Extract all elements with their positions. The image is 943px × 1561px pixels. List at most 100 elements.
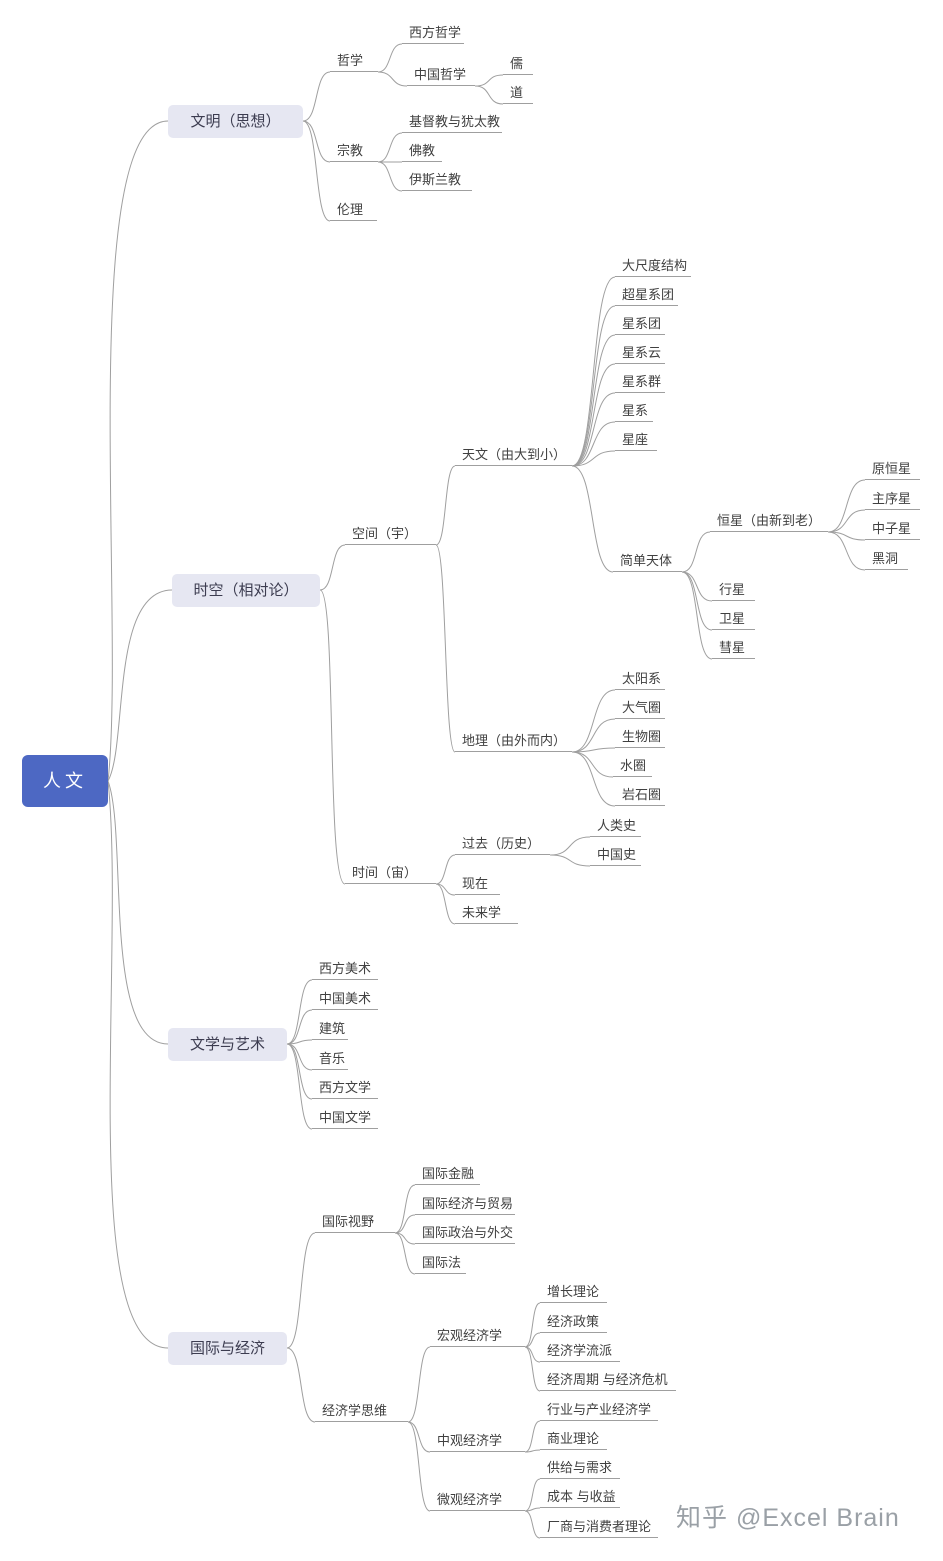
connector-line: [407, 1421, 431, 1453]
node-firm-consumer-theory[interactable]: 厂商与消费者理论: [540, 1518, 658, 1538]
node-cost-benefit[interactable]: 成本 与收益: [540, 1488, 620, 1508]
node-stars-new-to-old[interactable]: 恒星（由新到老）: [710, 512, 828, 532]
node-buddhism[interactable]: 佛教: [402, 142, 442, 162]
node-industry-economics[interactable]: 行业与产业经济学: [540, 1401, 658, 1421]
connector-line: [319, 589, 346, 885]
node-religion[interactable]: 宗教: [330, 142, 378, 162]
node-growth-theory[interactable]: 增长理论: [540, 1283, 607, 1303]
node-islam[interactable]: 伊斯兰教: [402, 171, 472, 191]
connector-line: [549, 836, 591, 856]
node-economic-policy[interactable]: 经济政策: [540, 1313, 607, 1333]
node-spacetime-relativity[interactable]: 时空（相对论）: [172, 574, 320, 607]
node-architecture[interactable]: 建筑: [312, 1020, 348, 1040]
node-international-law[interactable]: 国际法: [415, 1254, 466, 1274]
connector-line: [286, 1043, 313, 1071]
node-schools-of-economics[interactable]: 经济学流派: [540, 1342, 620, 1362]
node-space[interactable]: 空间（宇）: [345, 525, 436, 545]
connector-line: [524, 1346, 541, 1363]
node-simple-celestial-bodies[interactable]: 简单天体: [613, 552, 682, 572]
connector-line: [286, 1347, 316, 1423]
node-hydrosphere[interactable]: 水圈: [613, 757, 652, 777]
node-business-cycles-crises[interactable]: 经济周期 与经济危机: [540, 1371, 676, 1391]
node-satellite[interactable]: 卫星: [712, 610, 755, 630]
connector-line: [286, 1039, 313, 1045]
node-literature-art[interactable]: 文学与艺术: [168, 1028, 287, 1061]
node-galaxy-cloud[interactable]: 星系云: [615, 344, 665, 364]
connector-line: [571, 276, 616, 467]
node-music[interactable]: 音乐: [312, 1050, 348, 1070]
node-supercluster[interactable]: 超星系团: [615, 286, 678, 306]
connector-line: [681, 571, 713, 631]
connector-line: [524, 1420, 541, 1453]
node-comet[interactable]: 彗星: [712, 639, 755, 659]
connector-line: [107, 120, 169, 782]
node-galaxy[interactable]: 星系: [615, 402, 653, 422]
connector-line: [394, 1232, 416, 1275]
node-taoism[interactable]: 道: [503, 84, 533, 104]
node-neutron-star[interactable]: 中子星: [865, 520, 920, 540]
node-chinese-fine-art[interactable]: 中国美术: [312, 990, 378, 1010]
node-lithosphere[interactable]: 岩石圈: [615, 786, 665, 806]
connector-line: [524, 1449, 541, 1453]
node-christianity-judaism[interactable]: 基督教与犹太教: [402, 113, 502, 133]
node-supply-demand[interactable]: 供给与需求: [540, 1459, 620, 1479]
node-international-economy[interactable]: 国际与经济: [168, 1332, 287, 1365]
connector-line: [571, 751, 614, 778]
node-international-politics-diplomacy[interactable]: 国际政治与外交: [415, 1224, 515, 1244]
node-constellation[interactable]: 星座: [615, 431, 657, 451]
node-large-scale-structure[interactable]: 大尺度结构: [615, 257, 691, 277]
node-international-vision[interactable]: 国际视野: [315, 1213, 395, 1233]
node-atmosphere[interactable]: 大气圈: [615, 699, 665, 719]
node-time[interactable]: 时间（宙）: [345, 864, 436, 884]
node-biosphere[interactable]: 生物圈: [615, 728, 665, 748]
node-international-trade[interactable]: 国际经济与贸易: [415, 1195, 515, 1215]
node-geography[interactable]: 地理（由外而内）: [455, 732, 572, 752]
node-western-philosophy[interactable]: 西方哲学: [402, 24, 464, 44]
connector-line: [571, 718, 616, 753]
node-philosophy[interactable]: 哲学: [330, 52, 378, 72]
connector-line: [524, 1346, 541, 1392]
node-chinese-philosophy[interactable]: 中国哲学: [407, 66, 475, 86]
node-business-theory[interactable]: 商业理论: [540, 1430, 607, 1450]
connector-line: [394, 1214, 416, 1234]
node-futurology[interactable]: 未来学: [455, 904, 518, 924]
node-protostar[interactable]: 原恒星: [865, 460, 920, 480]
connector-line: [827, 531, 866, 571]
node-galaxy-cluster[interactable]: 星系团: [615, 315, 665, 335]
connector-line: [394, 1184, 416, 1234]
node-planet[interactable]: 行星: [712, 581, 755, 601]
watermark-zhihu: 知乎 @Excel Brain: [676, 1504, 900, 1532]
connector-line: [302, 120, 331, 163]
connector-line: [319, 544, 346, 591]
connector-line: [407, 1421, 431, 1512]
node-astronomy[interactable]: 天文（由大到小）: [455, 446, 572, 466]
node-civilization-thought[interactable]: 文明（思想）: [168, 105, 303, 138]
node-present[interactable]: 现在: [455, 875, 500, 895]
connector-line: [302, 120, 331, 222]
node-economic-thinking[interactable]: 经济学思维: [315, 1402, 408, 1422]
node-chinese-literature[interactable]: 中国文学: [312, 1109, 378, 1129]
node-chinese-history[interactable]: 中国史: [590, 846, 641, 866]
connector-line: [571, 751, 616, 807]
node-black-hole[interactable]: 黑洞: [865, 550, 908, 570]
node-western-fine-art[interactable]: 西方美术: [312, 960, 378, 980]
node-microeconomics[interactable]: 微观经济学: [430, 1491, 525, 1511]
node-international-finance[interactable]: 国际金融: [415, 1165, 480, 1185]
node-mesoeconomics[interactable]: 中观经济学: [430, 1432, 525, 1452]
node-ethics[interactable]: 伦理: [330, 201, 377, 221]
connector-line: [571, 450, 616, 467]
node-solar-system[interactable]: 太阳系: [615, 670, 665, 690]
connector-line: [435, 465, 456, 546]
node-past-history[interactable]: 过去（历史）: [455, 835, 550, 855]
node-human-history[interactable]: 人类史: [590, 817, 641, 837]
connector-line: [474, 85, 504, 105]
node-confucianism[interactable]: 儒: [503, 55, 533, 75]
node-macroeconomics[interactable]: 宏观经济学: [430, 1327, 525, 1347]
node-galaxy-group[interactable]: 星系群: [615, 373, 665, 393]
node-humanities[interactable]: 人文: [22, 755, 108, 807]
node-main-sequence-star[interactable]: 主序星: [865, 490, 920, 510]
connector-line: [827, 479, 866, 533]
node-western-literature[interactable]: 西方文学: [312, 1079, 378, 1099]
connector-line: [524, 1302, 541, 1348]
